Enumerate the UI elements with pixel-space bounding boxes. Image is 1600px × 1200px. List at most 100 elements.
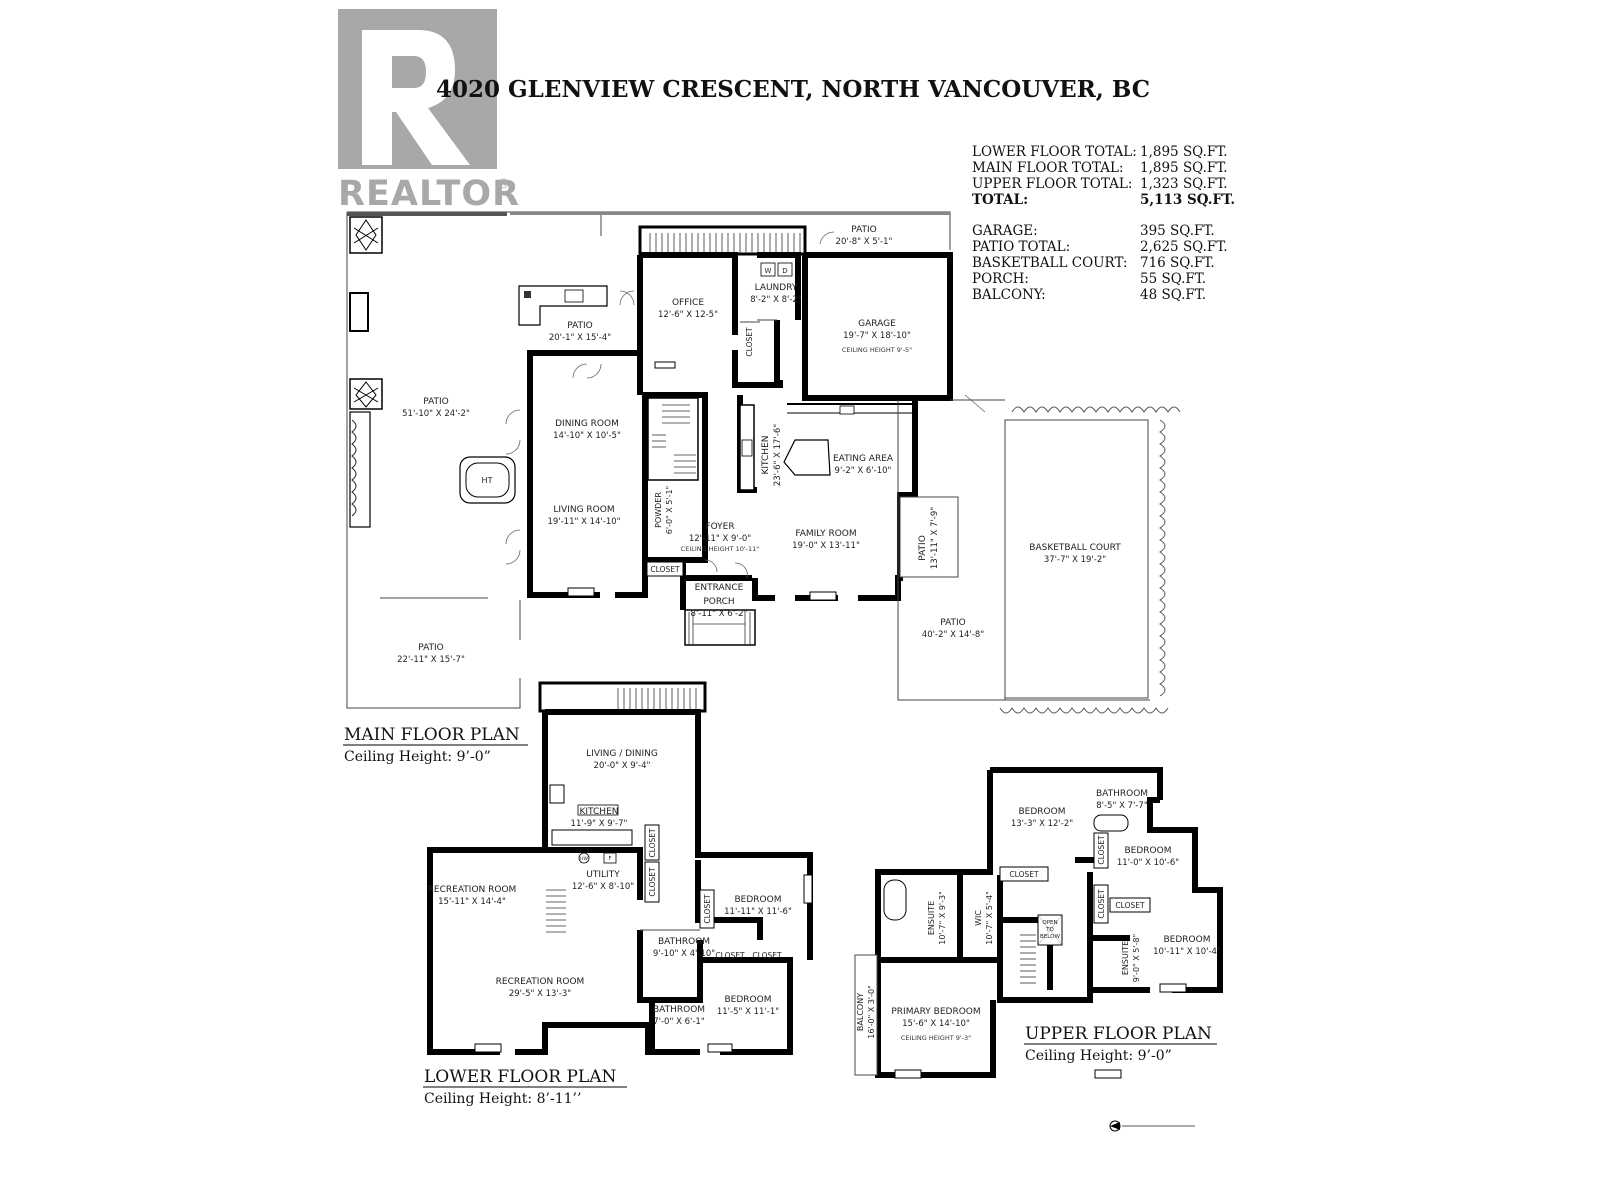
extra-value: 2,625 SQ.FT. [1140,239,1228,255]
room-label: FOYER [705,522,734,532]
room-note: CEILING HEIGHT 9'-3" [901,1034,971,1042]
outdoor-kitchen-island [518,285,608,326]
room-label: UTILITY [586,870,620,880]
summary-label: MAIN FLOOR TOTAL: [972,160,1124,176]
room-note: CEILING HEIGHT 9'-5" [842,346,912,354]
closet-label: CLOSET [1115,901,1145,910]
room-dim: 8'-2" X 8'-2" [750,295,802,305]
extra-label: BASKETBALL COURT: [972,255,1128,271]
realtor-logo-text: REALTOR [338,174,520,214]
room-label: ENTRANCE [695,583,744,593]
room-dim: 51'-10" X 24'-2" [402,409,470,419]
summary-value: 1,895 SQ.FT. [1140,144,1228,160]
room-label: EATING AREA [833,454,894,464]
room-dim: 19'-11" X 14'-10" [547,517,620,527]
closet-label: CLOSET [1097,835,1106,865]
room-label: DINING ROOM [555,419,619,429]
closet-label: CLOSET [703,894,712,924]
room-note: CEILING HEIGHT 10'-11" [681,545,760,553]
room-label: BEDROOM [725,995,772,1005]
room-label: LIVING ROOM [553,505,614,515]
room-dim: 12'-6" X 8'-10" [572,882,634,892]
hw-label: HW [580,856,588,862]
open-below-label: BELOW [1040,934,1060,940]
room-dim: 12'-6" X 12-5" [658,310,718,320]
extra-value: 716 SQ.FT. [1140,255,1215,271]
room-label: CLOSET [745,327,754,357]
room-label: PATIO [940,618,966,628]
room-label: PRIMARY BEDROOM [891,1007,980,1017]
realtor-logo-mark: ® [497,177,510,192]
planter-strip [349,411,371,528]
room-label: FAMILY ROOM [795,529,856,539]
room-label: KITCHEN [580,807,619,817]
furnace-icon [603,852,617,864]
closet-label: CLOSET [715,951,745,960]
room-label: PATIO [567,321,593,331]
extra-label: PORCH: [972,271,1029,287]
summary-value: 1,895 SQ.FT. [1140,160,1228,176]
room-label: RECREATION ROOM [428,885,517,895]
dryer-icon [777,262,793,277]
room-label: BATHROOM [653,1005,705,1015]
washer-icon [760,262,776,277]
room-dim: 11'-0" X 10'-6" [1117,858,1179,868]
planter-icon [349,378,383,410]
washer-label: W [765,267,772,275]
room-label: GARAGE [858,319,896,329]
area-summary: LOWER FLOOR TOTAL: 1,895 SQ.FT. MAIN FLO… [972,144,1235,303]
room-dim: 14'-10" X 10'-5" [553,431,621,441]
room-dim: 10'-11" X 10'-4" [1153,947,1221,957]
f-label: F [609,856,612,862]
lower-floor-plan: HW F CLOSET CLOSET CLOSET CLOSET CLOSET … [423,681,813,1107]
closet-label: CLOSET [752,951,782,960]
extra-value: 395 SQ.FT. [1140,223,1215,239]
page-title: 4020 GLENVIEW CRESCENT, NORTH VANCOUVER,… [436,76,1150,103]
room-label: PATIO [418,643,444,653]
room-dim: 13'-3" X 12'-2" [1011,819,1073,829]
open-below-label: OPEN [1042,920,1057,926]
closet-label: CLOSET [1097,889,1106,919]
hot-tub-label: HT [482,476,493,485]
room-dim: 9'-2" X 6'-10" [835,466,892,476]
upper-floor-heading: UPPER FLOOR PLAN [1025,1024,1212,1044]
room-dim: 22'-11" X 15'-7" [397,655,465,665]
main-floor-ceiling: Ceiling Height: 9’-0” [344,749,491,765]
room-label: PATIO [851,225,877,235]
room-dim: 7'-0" X 6'-1" [653,1017,705,1027]
room-dim: 13'-11" X 7'-9" [930,507,940,569]
room-dim: 20'-0" X 9'-4" [594,761,651,771]
room-dim: 40'-2" X 14'-8" [922,630,984,640]
room-dim: 10'-7" X 9'-3" [938,891,947,945]
room-dim: 11'-9" X 9'-7" [571,819,628,829]
room-label: ENSUITE [1121,941,1130,975]
upper-floor-ceiling: Ceiling Height: 9’-0” [1025,1048,1172,1064]
room-label: BALCONY [856,993,865,1031]
room-label: BATHROOM [658,937,710,947]
closet-label: CLOSET [648,867,657,897]
room-label: ENSUITE [927,901,936,935]
room-label: POWDER [654,492,663,528]
room-dim: 20'-1" X 15'-4" [549,333,611,343]
room-label: PATIO [423,397,449,407]
room-dim: 11'-5" X 11'-1" [717,1007,779,1017]
hot-water-tank-icon [578,852,590,864]
open-below-label: TO [1045,927,1054,933]
closet-label: CLOSET [1009,870,1039,879]
extra-value: 48 SQ.FT. [1140,287,1206,303]
extra-label: PATIO TOTAL: [972,239,1070,255]
room-label: LAUNDRY [755,283,798,293]
room-label: WIC [974,910,983,926]
room-dim: 23'-6" X 17'-6" [773,424,783,486]
room-label: PORCH [703,597,734,607]
room-dim: 29'-5" X 13'-3" [509,989,571,999]
summary-label: UPPER FLOOR TOTAL: [972,176,1132,192]
room-label: BASKETBALL COURT [1029,543,1121,553]
room-label: BEDROOM [1125,846,1172,856]
room-dim: 11'-11" X 11'-6" [724,907,792,917]
north-arrow-icon [1109,1120,1195,1132]
realtor-logo: REALTOR ® [338,9,520,214]
extra-label: BALCONY: [972,287,1046,303]
room-label: OFFICE [672,298,704,308]
room-label: LIVING / DINING [586,749,658,759]
